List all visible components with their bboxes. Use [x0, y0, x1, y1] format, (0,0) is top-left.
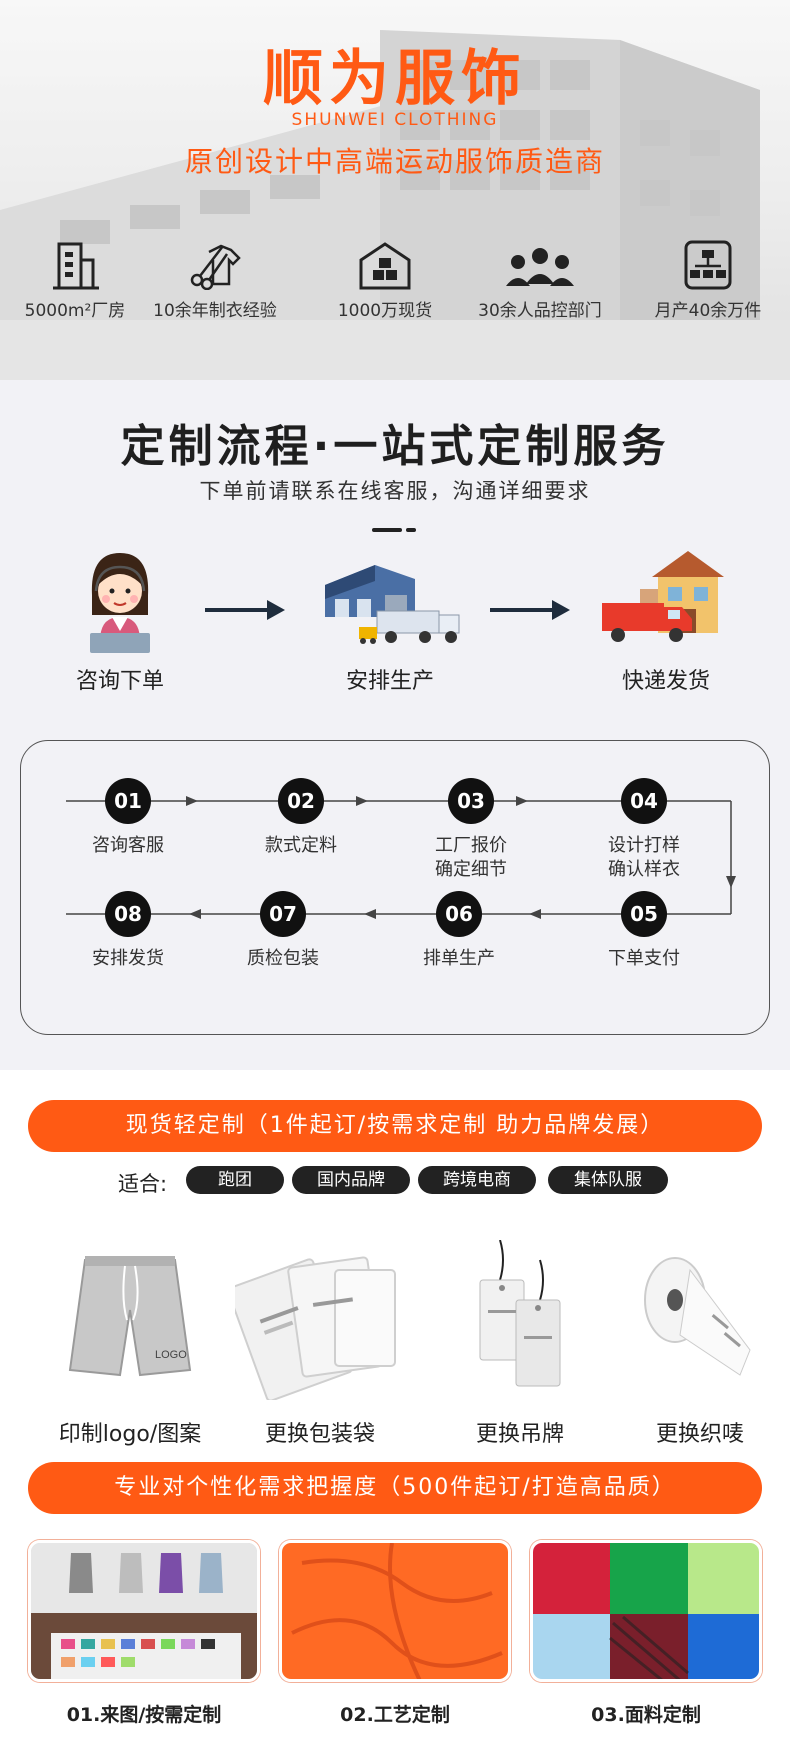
service-label: 01.来图/按需定制 — [66, 1704, 222, 1726]
step-number: 04 — [621, 778, 667, 824]
service-label: 03.面料定制 — [591, 1704, 701, 1726]
feature-stock: 1000万现货 — [305, 240, 465, 321]
logo-text: LOGO — [155, 1349, 187, 1361]
customer-service-icon — [90, 553, 150, 653]
stage-label: 安排生产 — [345, 669, 434, 694]
step-03: 03 工厂报价 确定细节 — [401, 778, 541, 882]
stage-label: 快递发货 — [621, 669, 710, 694]
fabric-swatches-image — [533, 1543, 759, 1679]
step-number: 05 — [621, 891, 667, 937]
step-label: 安排发货 — [92, 948, 164, 969]
feature-label: 30余人品控部门 — [478, 301, 602, 321]
step-label: 排单生产 — [423, 948, 495, 969]
process-subtitle: 下单前请联系在线客服，沟通详细要求 — [199, 479, 591, 503]
step-07: 07 质检包装 — [213, 891, 353, 971]
step-01: 01 咨询客服 — [58, 778, 198, 858]
feature-label: 1000万现货 — [337, 301, 433, 321]
hang-tag-icon — [479, 1240, 561, 1387]
service-photo-craft — [279, 1540, 511, 1682]
tag-team-uniform: 集体队服 — [548, 1166, 668, 1194]
stage-delivery: 快递发货 — [566, 545, 766, 695]
factory-truck-icon — [325, 565, 460, 644]
scissors-shirt-icon — [190, 244, 241, 290]
stage-production: 安排生产 — [290, 545, 490, 695]
step-label: 质检包装 — [247, 948, 319, 969]
fabric-craft-image — [282, 1543, 508, 1679]
step-02: 02 款式定料 — [231, 778, 371, 858]
step-label: 工厂报价 确定细节 — [435, 835, 507, 880]
step-05: 05 下单支付 — [574, 891, 714, 971]
step-label: 设计打样 确认样衣 — [608, 835, 680, 880]
stage-consult: 咨询下单 — [20, 545, 220, 695]
product-label: 更换吊牌 — [475, 1422, 564, 1447]
tag-running-club: 跑团 — [186, 1166, 284, 1194]
step-number: 02 — [278, 778, 324, 824]
product-logo-print: LOGO 印制logo/图案 — [30, 1240, 230, 1448]
product-packaging-bag: 更换包装袋 — [220, 1240, 420, 1448]
service-photo-fabric — [530, 1540, 762, 1682]
arrow-right-icon — [490, 600, 570, 620]
step-number: 08 — [105, 891, 151, 937]
shorts-logo-icon: LOGO — [68, 1256, 192, 1377]
feature-label: 5000m²厂房 — [24, 301, 126, 321]
feature-output: 月产40余万件 — [628, 240, 788, 321]
packaging-bag-icon — [235, 1256, 396, 1400]
feature-label: 月产40余万件 — [654, 301, 762, 321]
stage-label: 咨询下单 — [75, 669, 164, 694]
step-label: 咨询客服 — [92, 835, 164, 856]
step-number: 06 — [436, 891, 482, 937]
feature-experience: 10余年制衣经验 — [135, 240, 295, 321]
suitable-for-row: 适合: 跑团 国内品牌 跨境电商 集体队服 — [0, 1166, 790, 1196]
feature-factory: 5000m²厂房 — [0, 240, 155, 321]
brand-title: 顺为服饰 — [263, 44, 527, 114]
feature-qc-team: 30余人品控部门 — [460, 240, 620, 321]
pro-custom-banner: 专业对个性化需求把握度（500件起订/打造高品质） — [28, 1462, 762, 1514]
woven-label-roll-icon — [644, 1257, 751, 1376]
process-steps-panel: 01 咨询客服 02 款式定料 03 工厂报价 确定细节 04 设计打样 确认样… — [20, 740, 770, 1035]
title-divider — [372, 528, 418, 532]
flow-connectors — [66, 796, 736, 919]
step-number: 03 — [448, 778, 494, 824]
org-chart-icon — [684, 240, 732, 290]
product-label: 更换织唛 — [655, 1422, 744, 1447]
feature-label: 10余年制衣经验 — [153, 301, 277, 321]
factory-building-icon — [53, 242, 99, 290]
light-custom-banner: 现货轻定制（1件起订/按需求定制 助力品牌发展） — [28, 1100, 762, 1152]
design-samples-image — [31, 1543, 257, 1679]
process-section: 定制流程·一站式定制服务 下单前请联系在线客服，沟通详细要求 咨询下单 — [0, 380, 790, 1070]
brand-header: 顺为服饰 SHUNWEI CLOTHING 原创设计中高端运动服饰质造商 500… — [0, 0, 790, 380]
team-people-icon — [506, 248, 574, 286]
delivery-house-icon — [602, 551, 724, 642]
process-title: 定制流程·一站式定制服务 — [120, 421, 670, 472]
product-label: 印制logo/图案 — [58, 1422, 202, 1447]
brand-slogan: 原创设计中高端运动服饰质造商 — [184, 145, 605, 178]
product-woven-label: 更换织唛 — [600, 1240, 790, 1448]
step-label: 款式定料 — [265, 835, 337, 856]
service-label: 02.工艺定制 — [340, 1704, 450, 1726]
step-label: 下单支付 — [608, 948, 680, 969]
service-photo-design — [28, 1540, 260, 1682]
warehouse-boxes-icon — [359, 242, 411, 290]
step-06: 06 排单生产 — [389, 891, 529, 971]
product-label: 更换包装袋 — [264, 1422, 375, 1447]
product-hang-tag: 更换吊牌 — [420, 1240, 620, 1448]
suitable-label: 适合: — [118, 1172, 168, 1196]
step-08: 08 安排发货 — [58, 891, 198, 971]
brand-subtitle-en: SHUNWEI CLOTHING — [291, 110, 499, 130]
step-04: 04 设计打样 确认样衣 — [574, 778, 714, 882]
arrow-right-icon — [205, 600, 285, 620]
step-number: 07 — [260, 891, 306, 937]
tag-domestic-brand: 国内品牌 — [292, 1166, 410, 1194]
factory-background-image — [0, 0, 790, 380]
step-number: 01 — [105, 778, 151, 824]
tag-cross-border: 跨境电商 — [418, 1166, 536, 1194]
